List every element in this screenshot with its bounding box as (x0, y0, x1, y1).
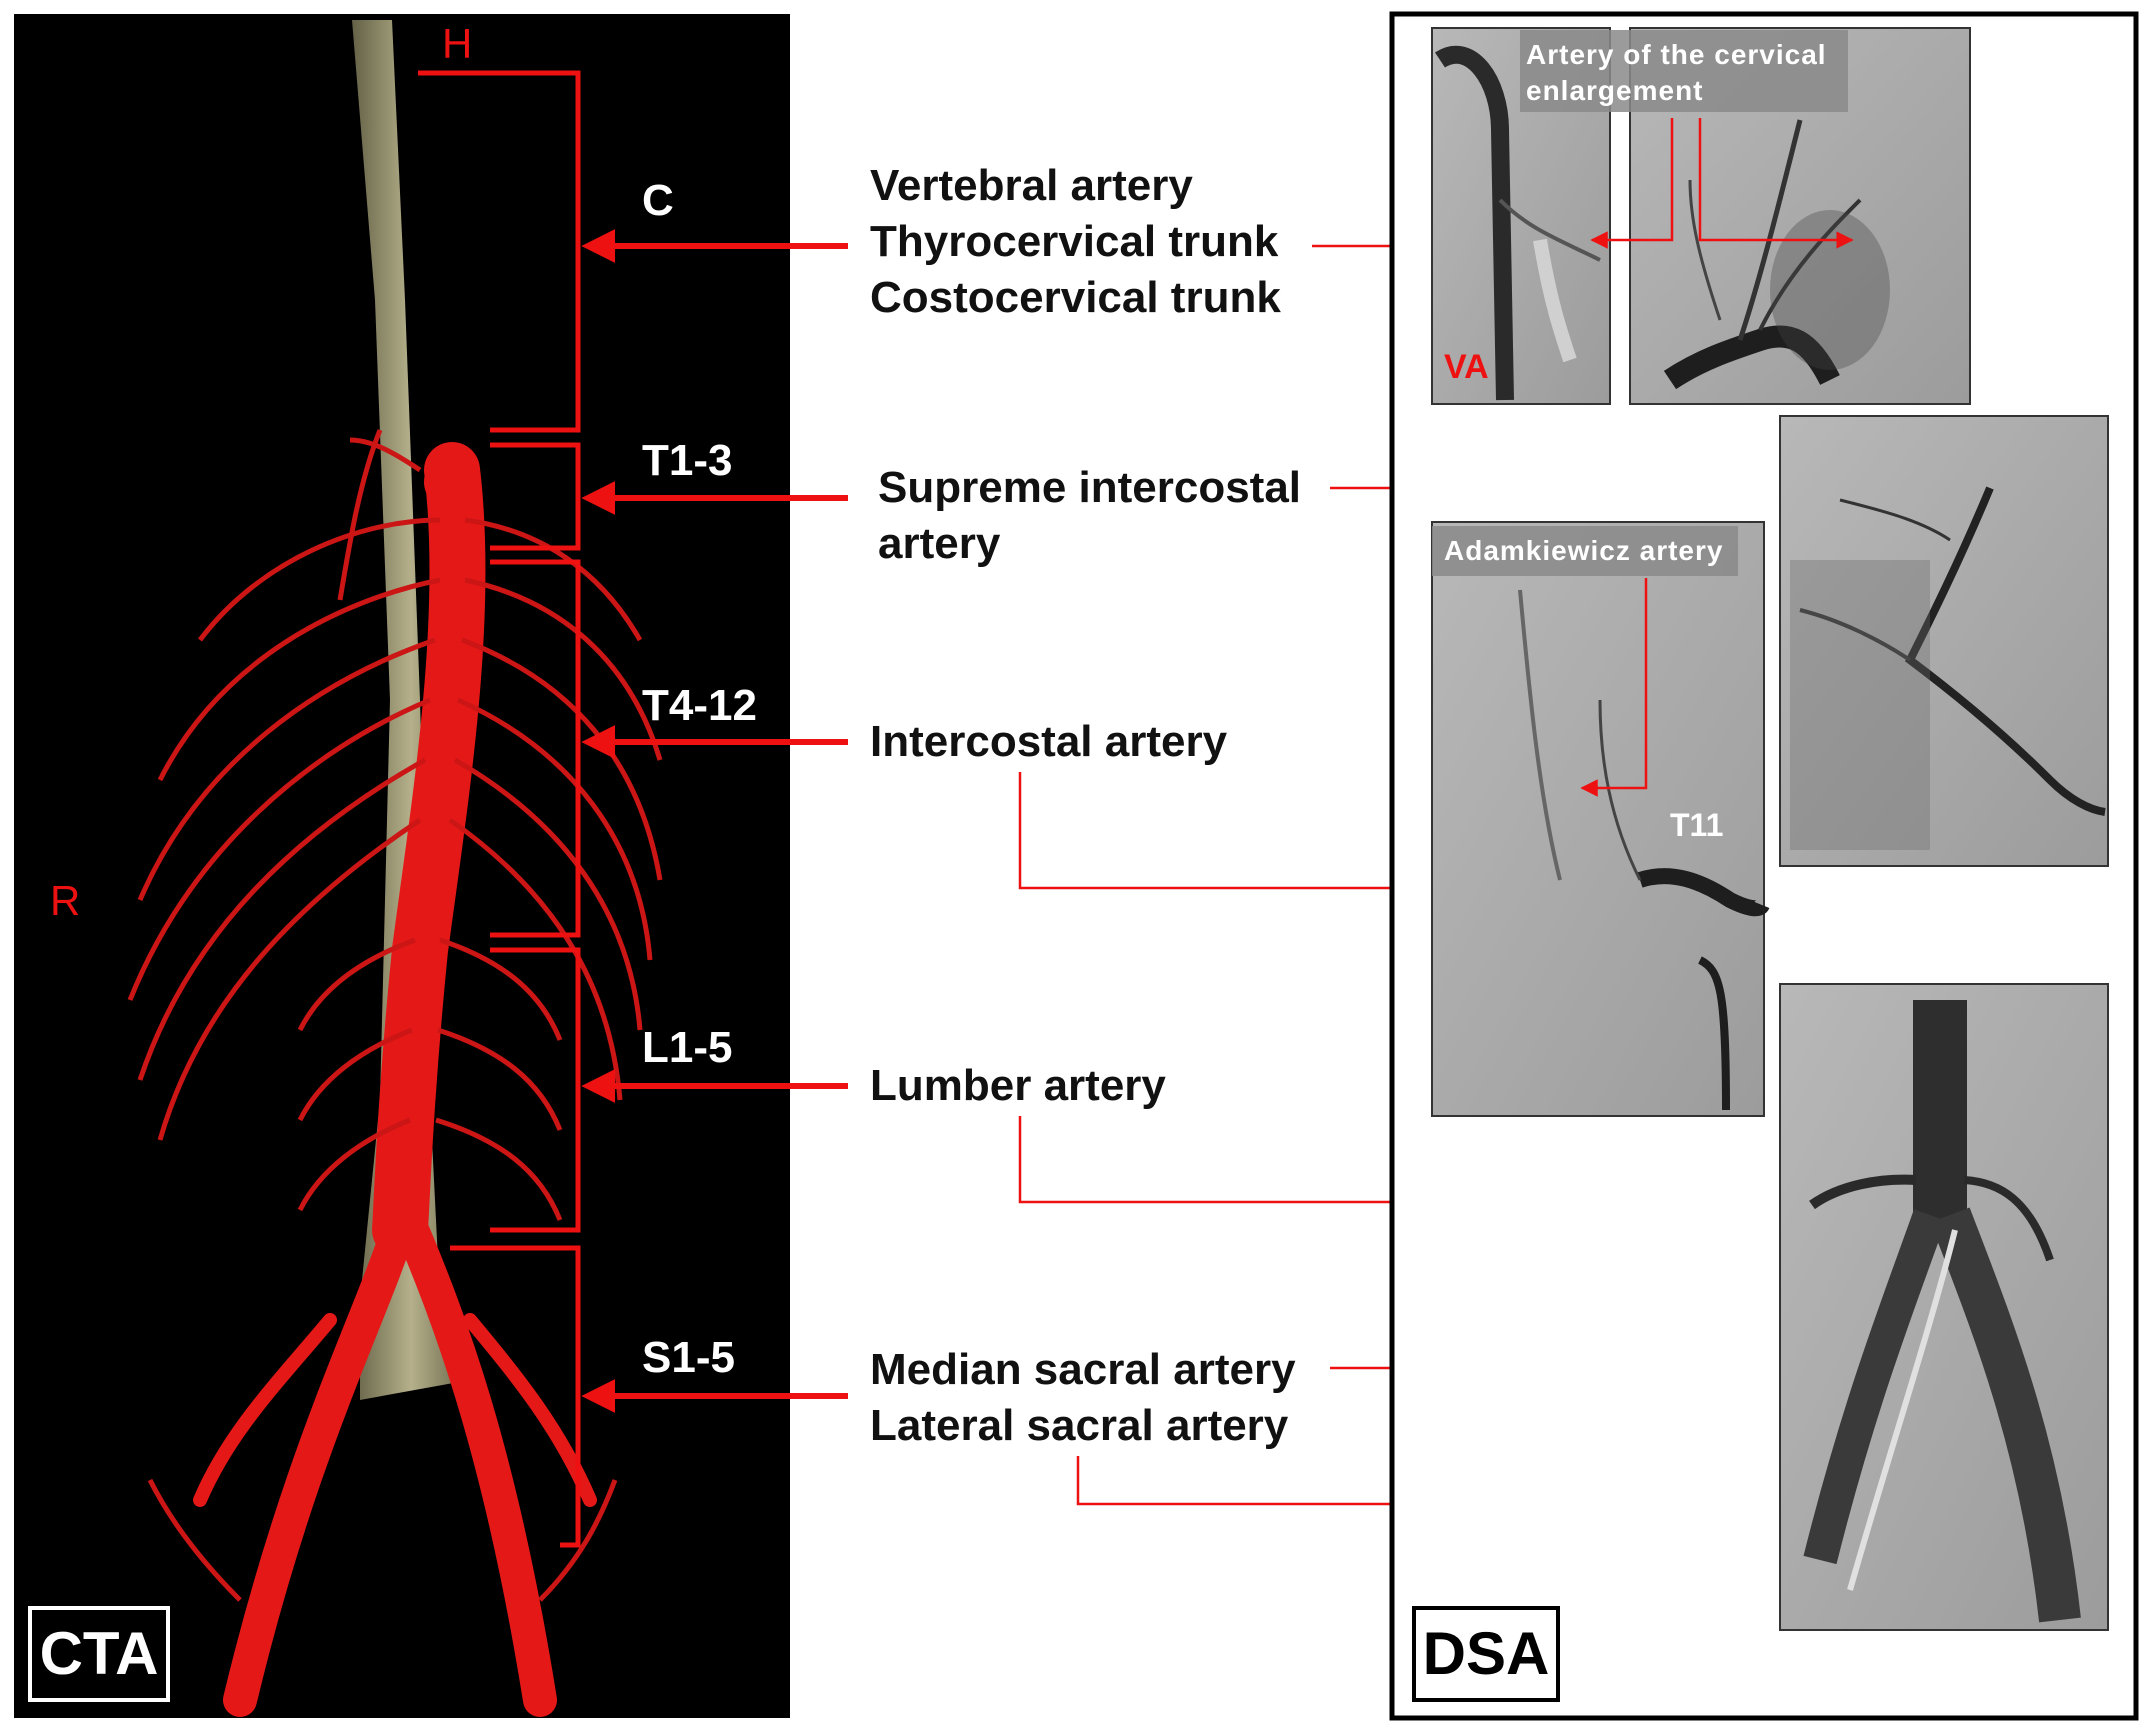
segment-label-T1-3: T1-3 (642, 436, 732, 485)
orientation-right-label: R (50, 877, 80, 924)
adamkiewicz-caption: Adamkiewicz artery (1444, 535, 1723, 566)
label-median-sacral-artery: Median sacral artery (870, 1345, 1296, 1394)
dsa-inset-adamkiewicz: Adamkiewicz artery T11 (1432, 522, 1764, 1116)
dsa-panel: VA Artery of the cervical enlargement (1392, 14, 2136, 1718)
label-intercostal-artery: Intercostal artery (870, 717, 1228, 766)
label-costocervical-trunk: Costocervical trunk (870, 273, 1281, 322)
label-supreme-intercostal-line2: artery (878, 519, 1001, 568)
dsa-panel-label: DSA (1423, 1620, 1550, 1687)
label-thyrocervical-trunk: Thyrocervical trunk (870, 217, 1279, 266)
dsa-inset-aortic-bifurcation (1780, 984, 2108, 1630)
label-lumber-artery: Lumber artery (870, 1061, 1166, 1110)
label-supreme-intercostal-line1: Supreme intercostal (878, 463, 1301, 512)
orientation-head-label: H (442, 20, 472, 67)
label-lateral-sacral-artery: Lateral sacral artery (870, 1401, 1289, 1450)
dsa-inset-supreme-intercostal (1780, 416, 2108, 866)
cervical-caption-line1: Artery of the cervical (1526, 39, 1827, 70)
segment-label-C: C (642, 176, 674, 225)
artery-labels: Vertebral artery Thyrocervical trunk Cos… (870, 161, 1301, 1450)
label-vertebral-artery: Vertebral artery (870, 161, 1193, 210)
cta-panel-label: CTA (40, 1620, 159, 1687)
cta-panel: C T1-3 T4-12 L1-5 S1-5 H R CTA (14, 14, 790, 1718)
t11-tag: T11 (1670, 807, 1723, 843)
aortic-arch-stump (424, 454, 480, 510)
segment-label-L1-5: L1-5 (642, 1023, 732, 1072)
cervical-caption-line2: enlargement (1526, 75, 1704, 106)
segment-label-S1-5: S1-5 (642, 1333, 735, 1382)
va-tag: VA (1444, 348, 1489, 386)
segment-label-T4-12: T4-12 (642, 681, 757, 730)
